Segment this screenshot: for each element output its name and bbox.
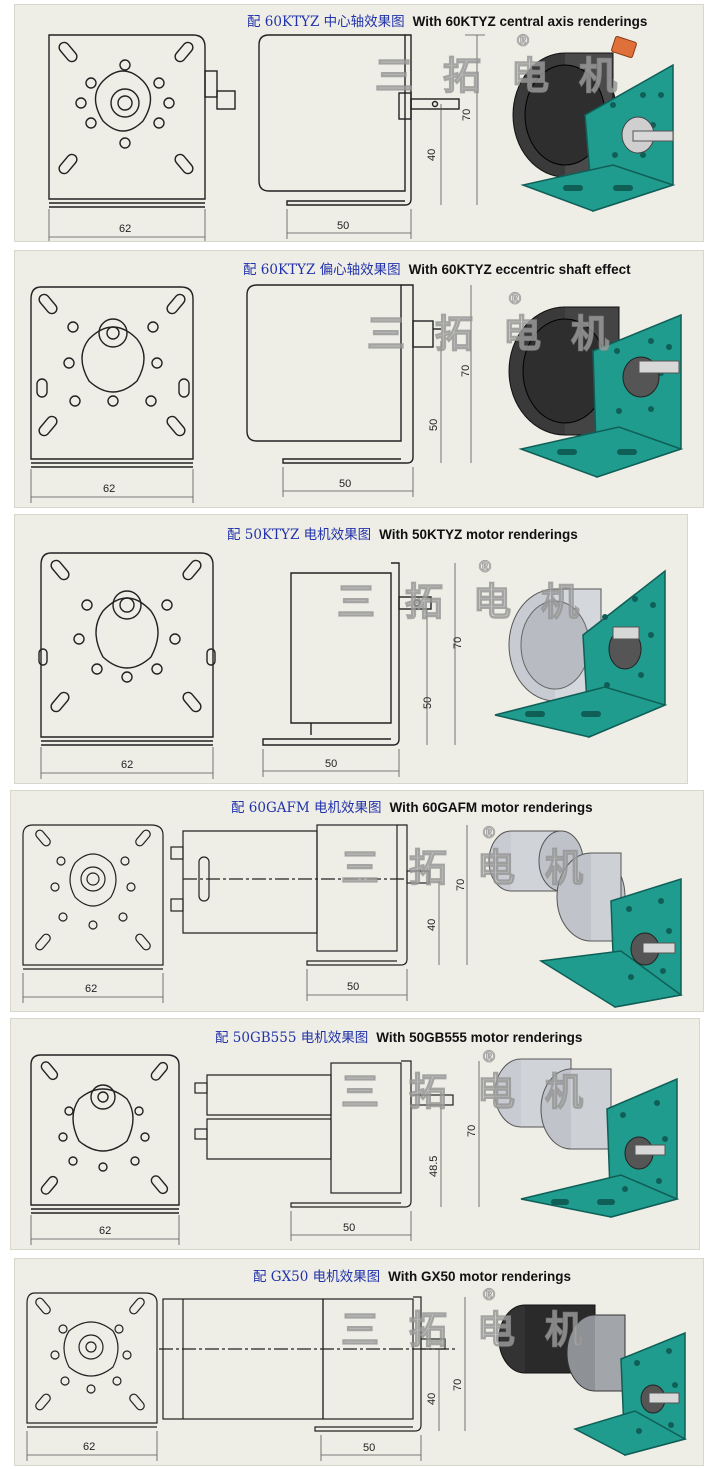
panel-caption: 配 60KTYZ 偏心轴效果图 With 60KTYZ eccentric sha… [243, 258, 631, 278]
dimension-height-total: 70 [452, 637, 464, 649]
dimension-height-shaft: 50 [422, 697, 434, 709]
caption-english: With 60KTYZ eccentric shaft effect [408, 262, 631, 277]
caption-english: With 60KTYZ central axis renderings [412, 14, 648, 29]
panel-caption: 配 50KTYZ 电机效果图 With 50KTYZ motor renderin… [227, 523, 578, 543]
panel-gx50: 配 GX50 电机效果图 With GX50 motor renderings 6… [14, 1258, 704, 1466]
motor-rendering [494, 569, 668, 739]
dimension-width-side: 50 [363, 1442, 375, 1454]
dimension-height-shaft: 48.5 [428, 1156, 440, 1177]
dimension-width-front: 62 [121, 759, 133, 771]
caption-chinese: 配 50KTYZ 电机效果图 [227, 527, 372, 543]
dimension-height-total: 70 [460, 365, 472, 377]
front-view-drawing: 62 [26, 1292, 158, 1461]
caption-chinese: 配 60KTYZ 中心轴效果图 [247, 14, 405, 30]
dimension-width-front: 62 [83, 1441, 95, 1453]
panel-caption: 配 60GAFM 电机效果图 With 60GAFM motor renderin… [231, 796, 593, 816]
dimension-height-shaft: 50 [428, 419, 440, 431]
dimension-height-shaft: 40 [426, 919, 438, 931]
dimension-width-side: 50 [339, 478, 351, 490]
panel-50ktyz: 配 50KTYZ 电机效果图 With 50KTYZ motor renderin… [14, 514, 688, 784]
dimension-height-shaft: 40 [426, 1393, 438, 1405]
motor-rendering [488, 830, 683, 1008]
caption-chinese: 配 50GB555 电机效果图 [215, 1030, 369, 1046]
caption-english: With 50GB555 motor renderings [376, 1030, 583, 1045]
front-view-drawing: 62 [22, 824, 164, 1003]
caption-chinese: 配 GX50 电机效果图 [253, 1269, 381, 1285]
panel-60ktyz-eccentric: 配 60KTYZ 偏心轴效果图 With 60KTYZ eccentric sha… [14, 250, 704, 508]
front-view-drawing: 62 [38, 552, 216, 779]
dimension-width-side: 50 [343, 1222, 355, 1234]
panel-50gb555: 配 50GB555 电机效果图 With 50GB555 motor render… [10, 1018, 700, 1250]
side-view-drawing: 70 48.5 50 [194, 1060, 480, 1241]
panel-60ktyz-central: 配 60KTYZ 中心轴效果图 With 60KTYZ central axis … [14, 4, 704, 242]
dimension-width-side: 50 [347, 981, 359, 993]
dimension-width-side: 50 [337, 220, 349, 232]
front-view-drawing: 62 [30, 286, 194, 503]
motor-rendering [498, 1304, 687, 1456]
motor-rendering [512, 36, 676, 213]
caption-english: With 60GAFM motor renderings [389, 800, 593, 815]
panel-caption: 配 60KTYZ 中心轴效果图 With 60KTYZ central axis … [247, 10, 647, 30]
side-view-drawing: 70 40 50 [258, 34, 485, 239]
dimension-width-front: 62 [119, 223, 131, 235]
front-view-drawing: 62 [30, 1054, 180, 1245]
dimension-height-total: 70 [461, 109, 473, 121]
dimension-height-total: 70 [466, 1125, 478, 1137]
motor-rendering [508, 306, 684, 479]
motor-rendering [494, 1058, 680, 1218]
caption-chinese: 配 60KTYZ 偏心轴效果图 [243, 262, 401, 278]
dimension-width-front: 62 [99, 1225, 111, 1237]
panel-60gafm: 配 60GAFM 电机效果图 With 60GAFM motor renderin… [10, 790, 704, 1012]
dimension-height-total: 70 [452, 1379, 464, 1391]
side-view-drawing: 70 40 50 [170, 824, 468, 1001]
side-view-drawing: 70 50 50 [262, 562, 464, 777]
caption-chinese: 配 60GAFM 电机效果图 [231, 800, 382, 816]
panel-caption: 配 50GB555 电机效果图 With 50GB555 motor render… [215, 1026, 582, 1046]
dimension-height-shaft: 40 [426, 149, 438, 161]
dimension-height-total: 70 [455, 879, 467, 891]
side-view-drawing: 70 50 50 [246, 284, 472, 497]
panel-caption: 配 GX50 电机效果图 With GX50 motor renderings [253, 1265, 571, 1285]
dimension-width-side: 50 [325, 758, 337, 770]
caption-english: With GX50 motor renderings [388, 1269, 572, 1284]
front-view-drawing: 62 [48, 34, 236, 241]
dimension-width-front: 62 [103, 483, 115, 495]
side-view-drawing: 70 40 50 [159, 1296, 466, 1461]
caption-english: With 50KTYZ motor renderings [379, 527, 578, 542]
dimension-width-front: 62 [85, 983, 97, 995]
